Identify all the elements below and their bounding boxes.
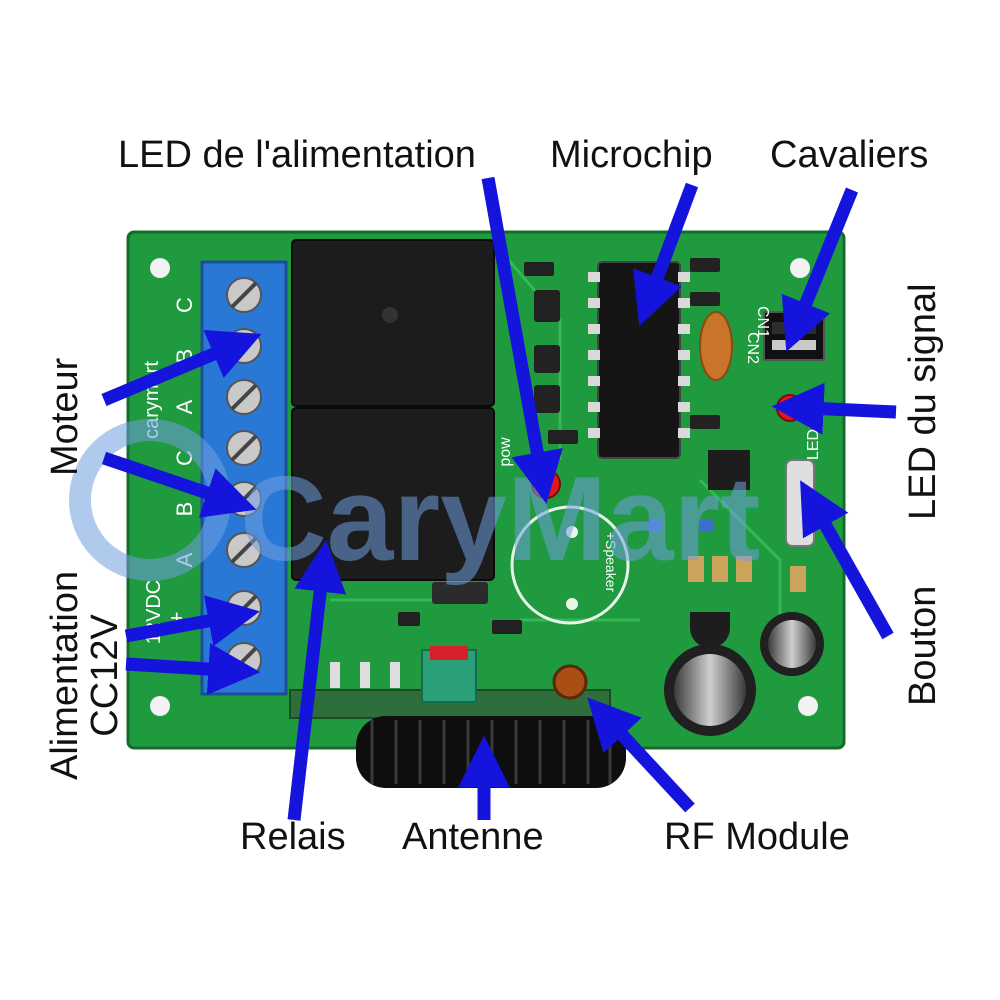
silk-cn2: CN2	[744, 332, 761, 364]
label-antenna: Antenne	[402, 816, 544, 858]
label-power-supply: Alimentation CC12V	[44, 570, 126, 780]
terminal-letter: B	[172, 502, 197, 517]
transistor-q	[690, 612, 730, 648]
arrows	[101, 176, 897, 821]
arrow-motor-top	[101, 330, 262, 406]
arrow-power-minus	[125, 643, 261, 695]
arrow-relays	[287, 539, 347, 821]
arrow-rf-module	[587, 697, 695, 813]
ceramic-capacitor	[699, 311, 733, 381]
label-power-supply-line2: CC12V	[83, 614, 126, 737]
label-relays: Relais	[240, 816, 346, 858]
arrow-button	[800, 480, 894, 640]
relay-bottom	[291, 407, 495, 581]
label-power-led: LED de l'alimentation	[118, 134, 476, 176]
signal-led	[776, 394, 804, 422]
speaker-outline	[510, 505, 630, 625]
microchip	[588, 261, 690, 459]
speaker-hole	[566, 598, 578, 610]
silk-led1: LED1	[805, 420, 822, 460]
silk-speaker: +Speaker	[603, 532, 619, 593]
arrow-power-plus	[124, 595, 260, 647]
arrow-jumpers	[781, 187, 859, 352]
electrolytic-capacitor-small	[760, 612, 824, 676]
jumper-header	[763, 311, 825, 361]
arrow-signal-led	[771, 382, 897, 435]
arrow-microchip	[633, 182, 699, 327]
antenna-coil	[356, 716, 626, 788]
transistors-resistors	[398, 258, 720, 634]
terminal-letter: C	[172, 297, 197, 313]
relay-top	[291, 239, 495, 407]
regulator	[708, 450, 750, 490]
terminal-letter: A	[172, 399, 197, 414]
silk-cn1: CN1	[754, 306, 771, 338]
label-power-supply-line1: Alimentation	[44, 570, 86, 780]
arrow-power-led	[481, 176, 563, 504]
watermark: CaryMart	[240, 452, 760, 586]
label-rf-module: RF Module	[664, 816, 850, 858]
speaker-hole	[566, 526, 578, 538]
electrolytic-capacitor-large	[664, 644, 756, 736]
silk-pow: pow	[497, 437, 514, 467]
label-microchip: Microchip	[550, 134, 713, 176]
label-motor: Moteur	[44, 357, 86, 476]
smd-components	[648, 520, 806, 592]
label-signal-led: LED du signal	[902, 283, 944, 520]
label-button: Bouton	[902, 585, 944, 706]
arrow-motor-bottom	[101, 451, 257, 518]
label-jumpers: Cavaliers	[770, 134, 929, 176]
push-button	[785, 459, 815, 547]
